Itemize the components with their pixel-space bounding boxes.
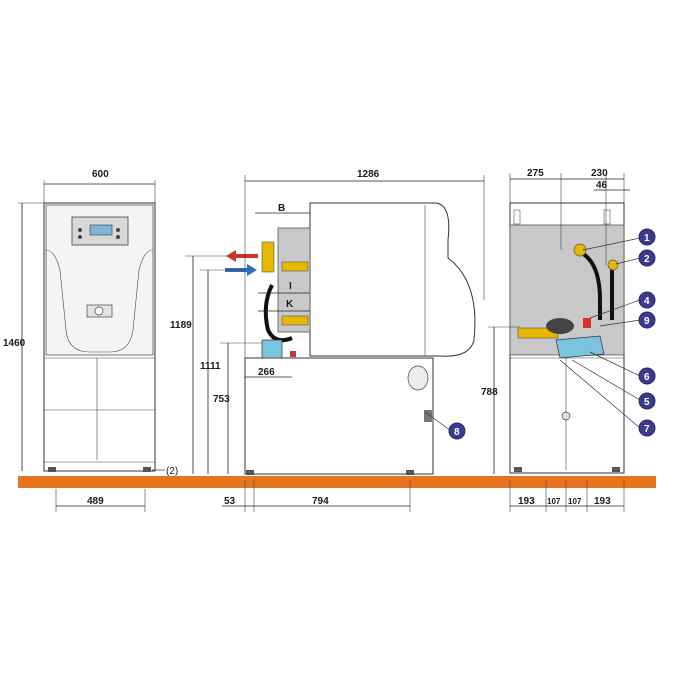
dim-rear-107-left: 107 xyxy=(547,497,561,506)
dim-side-53: 53 xyxy=(224,496,236,507)
rear-dimensions: 275 230 46 788 193 107 107 193 xyxy=(481,168,630,512)
dim-foot-spacing: 489 xyxy=(87,496,104,507)
dim-side-266: 266 xyxy=(258,367,275,378)
front-view xyxy=(43,202,156,472)
side-dimensions: 1286 B I K 266 1189 1111 753 53 794 xyxy=(170,169,485,512)
svg-text:2: 2 xyxy=(644,254,650,265)
rear-view xyxy=(509,202,625,474)
svg-text:4: 4 xyxy=(644,296,650,307)
svg-text:7: 7 xyxy=(644,424,650,435)
callout-7: 7 xyxy=(638,419,656,437)
dim-side-B: B xyxy=(278,203,285,214)
callout-5: 5 xyxy=(638,392,656,410)
callout-9: 9 xyxy=(638,311,656,329)
pump-body xyxy=(261,339,283,359)
dim-side-753: 753 xyxy=(213,394,230,405)
dim-rear-275: 275 xyxy=(527,168,544,179)
svg-text:6: 6 xyxy=(644,372,650,383)
svg-text:1: 1 xyxy=(644,233,650,244)
rear-pump xyxy=(555,335,605,359)
dim-side-794: 794 xyxy=(312,496,329,507)
dim-side-1189: 1189 xyxy=(170,320,192,331)
dim-rear-46: 46 xyxy=(596,180,608,191)
svg-text:8: 8 xyxy=(454,427,460,438)
dim-rear-107-right: 107 xyxy=(568,497,582,506)
dim-side-depth: 1286 xyxy=(357,169,380,180)
callout-leaders xyxy=(424,237,641,431)
dim-rear-193-right: 193 xyxy=(594,496,611,507)
dim-side-K: K xyxy=(286,299,294,310)
dim-side-I: I xyxy=(289,281,292,292)
dim-front-width: 600 xyxy=(92,169,109,180)
svg-text:9: 9 xyxy=(644,316,650,327)
callout-2: 2 xyxy=(638,249,656,267)
dim-rear-788: 788 xyxy=(481,387,498,398)
front-dimensions: 600 1460 489 (2) xyxy=(3,169,178,512)
callout-6: 6 xyxy=(638,367,656,385)
side-view xyxy=(225,202,476,475)
svg-text:5: 5 xyxy=(644,397,650,408)
floor-strip xyxy=(18,476,656,488)
callout-8: 8 xyxy=(448,422,466,440)
callout-1: 1 xyxy=(638,228,656,246)
dim-front-height: 1460 xyxy=(3,338,26,349)
callout-4: 4 xyxy=(638,291,656,309)
dim-side-1111: 1111 xyxy=(200,361,221,372)
dim-rear-230: 230 xyxy=(591,168,608,179)
note-2: (2) xyxy=(166,466,178,477)
display-screen xyxy=(89,224,113,236)
dim-rear-193-left: 193 xyxy=(518,496,535,507)
